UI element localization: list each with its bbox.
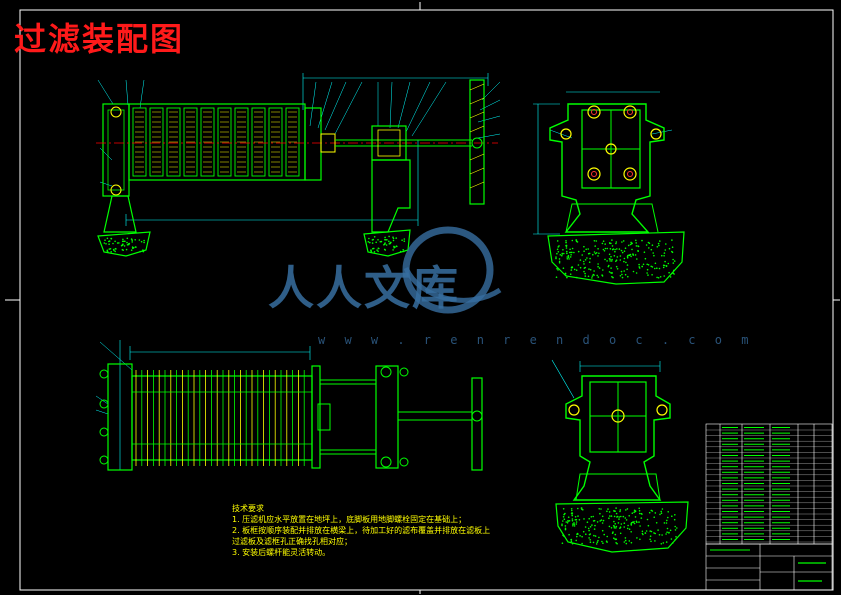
end-view	[551, 359, 689, 553]
filter-plate	[234, 107, 249, 177]
front-view-leaders	[97, 79, 501, 187]
side-foundation	[547, 231, 685, 285]
filter-plate	[183, 107, 198, 177]
notes-item: 1. 压滤机应水平放置在地坪上，底脚板用地脚螺栓固定在基础上；	[232, 515, 467, 524]
filter-plate	[132, 107, 147, 177]
side-view-dimensions	[533, 91, 660, 235]
watermark-logo	[402, 226, 502, 314]
notes-item: 2. 板框按顺序装配并排放在横梁上，待加工好的滤布覆盖并排放在滤板上	[232, 526, 491, 535]
filter-plate	[200, 107, 215, 177]
filter-plate	[268, 107, 283, 177]
filter-plate	[251, 107, 266, 177]
notes-item: 过滤板及滤框孔正确找孔相对应；	[232, 537, 352, 546]
left-foundation	[97, 231, 151, 257]
top-view-dimensions	[119, 340, 311, 470]
top-view-leaders	[95, 341, 133, 415]
right-foundation	[363, 229, 411, 257]
filter-plate-pack	[132, 107, 300, 177]
front-view	[96, 73, 501, 257]
side-view	[533, 91, 685, 285]
filter-plate	[285, 107, 300, 177]
title-block-text	[710, 549, 826, 582]
parts-list-rows	[706, 427, 832, 543]
end-foundation-hatch	[561, 507, 678, 545]
filter-plate	[217, 107, 232, 177]
notes-heading: 技术要求	[232, 504, 264, 513]
drawing-title: 过滤装配图	[14, 20, 185, 58]
end-foundation	[555, 501, 689, 553]
top-view	[95, 340, 483, 471]
filter-plate	[166, 107, 181, 177]
notes-item: 3. 安装后螺杆能灵活转动。	[232, 548, 331, 557]
side-foundation-hatch	[555, 239, 676, 279]
title-block	[705, 543, 833, 591]
top-plate-pack	[132, 370, 312, 466]
filter-plate	[149, 107, 164, 177]
foundation-hatch	[103, 235, 406, 253]
end-view-dimensions	[551, 359, 661, 399]
front-view-dimensions	[125, 73, 489, 226]
drawing-border	[5, 2, 840, 594]
technical-requirements: 技术要求 1. 压滤机应水平放置在地坪上，底脚板用地脚螺栓固定在基础上； 2. …	[232, 503, 490, 558]
watermark-text: 人人文库	[268, 261, 460, 315]
parts-list-table	[705, 423, 833, 545]
watermark-url: w w w . r e n r e n d o c . c o m	[318, 333, 755, 347]
